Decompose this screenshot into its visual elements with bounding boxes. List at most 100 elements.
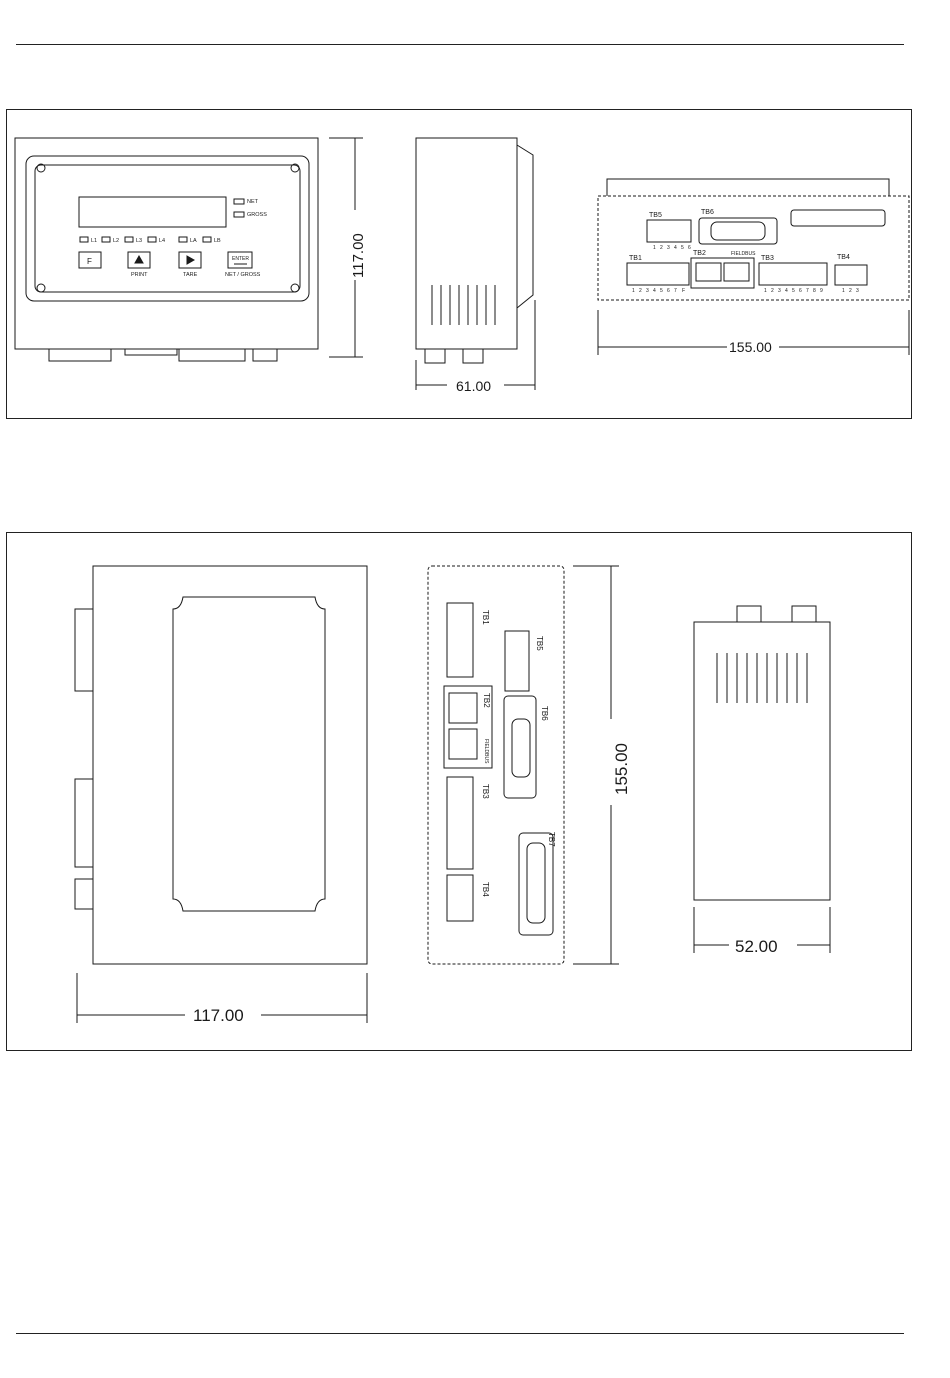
panel-front-side-rear-views: NET GROSS L1 L2 L3 L4 LA LB PRINT TARE N… — [6, 109, 912, 419]
front-housing — [15, 138, 318, 349]
screw-icon — [291, 284, 299, 292]
terminal-block — [75, 609, 93, 691]
tb3-connector — [759, 263, 827, 285]
terminal-block — [49, 349, 111, 361]
tb1-pin: 5 — [660, 288, 663, 294]
expansion-slot — [791, 210, 885, 226]
led-la-label: LA — [190, 238, 197, 244]
panel2-drawing: 117.00 TB1 TB5 TB2 FIELDBUS TB6 TB3 TB7 … — [7, 533, 913, 1052]
top-panel — [428, 566, 564, 964]
back-width-dimension: 117.00 — [193, 1006, 244, 1025]
screw-icon — [37, 284, 45, 292]
right-arrow-icon — [187, 256, 194, 264]
top-length-dimension: 155.00 — [612, 743, 631, 795]
side-housing — [416, 138, 517, 349]
net-indicator — [234, 199, 244, 204]
panel-back-top-side-views: 117.00 TB1 TB5 TB2 FIELDBUS TB6 TB3 TB7 … — [6, 532, 912, 1051]
side-depth-dimension: 61.00 — [456, 378, 491, 394]
tb3-label: TB3 — [761, 255, 774, 262]
tb1-pin: 7 — [674, 288, 677, 294]
tare-label: TARE — [183, 272, 198, 278]
back-view — [75, 566, 367, 1023]
tb4-label: TB4 — [481, 882, 490, 897]
tb5-pin: 2 — [660, 245, 663, 251]
tb3-pin: 6 — [799, 288, 802, 294]
gross-indicator — [234, 212, 244, 217]
tb7-label: TB7 — [547, 832, 556, 847]
weight-display — [79, 197, 226, 227]
tb5-connector — [647, 220, 691, 242]
tb1-connector — [447, 603, 473, 677]
front-height-dimension: 117.00 — [350, 233, 367, 278]
tb1-pin: 4 — [653, 288, 656, 294]
led-l1-label: L1 — [91, 238, 97, 244]
f-button-label: F — [87, 257, 92, 266]
enter-label: ENTER — [232, 256, 249, 262]
led-l3-label: L3 — [136, 238, 142, 244]
net-gross-label: NET / GROSS — [225, 272, 261, 278]
connector-clip — [792, 606, 816, 622]
side-view-2 — [694, 606, 830, 953]
fieldbus-label: FIELDBUS — [483, 739, 489, 764]
side-view — [416, 138, 535, 390]
header-rule — [16, 44, 904, 45]
front-bezel — [26, 156, 309, 301]
connector-clip — [463, 349, 483, 363]
terminal-block — [179, 349, 245, 361]
tb6-dsub-connector — [504, 696, 536, 798]
tb5-label: TB5 — [535, 636, 544, 651]
tb3-pin: 4 — [785, 288, 788, 294]
back-plate — [93, 566, 367, 964]
tb5-pin: 6 — [688, 245, 691, 251]
tb2-label: TB2 — [693, 250, 706, 257]
tb2-label: TB2 — [482, 693, 491, 708]
tb1-pin: 6 — [667, 288, 670, 294]
tb3-label: TB3 — [481, 784, 490, 799]
tb5-pin: 1 — [653, 245, 656, 251]
top-view — [428, 566, 619, 964]
tb3-pin: 1 — [764, 288, 767, 294]
footer-rule — [16, 1333, 904, 1334]
tb1-connector — [627, 263, 689, 285]
tb1-label: TB1 — [481, 610, 490, 625]
terminal-block — [75, 779, 93, 867]
tb6-label: TB6 — [540, 706, 549, 721]
side-housing — [694, 622, 830, 900]
terminal-block — [253, 349, 277, 361]
tb5-pin: 5 — [681, 245, 684, 251]
tb4-label: TB4 — [837, 254, 850, 261]
side-depth-dimension-2: 52.00 — [735, 937, 778, 956]
tb4-connector — [447, 875, 473, 921]
tb4-pin: 3 — [856, 288, 859, 294]
tb5-connector — [505, 631, 529, 691]
tb1-pin: 3 — [646, 288, 649, 294]
tb1-label: TB1 — [629, 255, 642, 262]
led-l2-label: L2 — [113, 238, 119, 244]
net-label: NET — [247, 199, 259, 205]
tb5-pin: 3 — [667, 245, 670, 251]
tb7-dsub-connector — [519, 833, 553, 935]
up-arrow-icon — [135, 256, 143, 263]
back-recess — [173, 597, 325, 911]
tb5-label: TB5 — [649, 212, 662, 219]
tb3-pin: 3 — [778, 288, 781, 294]
connector-clip — [737, 606, 761, 622]
tb3-pin: 5 — [792, 288, 795, 294]
tb6-label: TB6 — [701, 209, 714, 216]
tb4-pin: 1 — [842, 288, 845, 294]
panel1-drawing: NET GROSS L1 L2 L3 L4 LA LB PRINT TARE N… — [7, 110, 913, 420]
connector-clip — [425, 349, 445, 363]
led-l4-label: L4 — [159, 238, 165, 244]
tb3-pin: 8 — [813, 288, 816, 294]
tb3-pin: 2 — [771, 288, 774, 294]
terminal-block — [75, 879, 93, 909]
gross-label: GROSS — [247, 212, 267, 218]
tb5-pin: 4 — [674, 245, 677, 251]
tb3-connector — [447, 777, 473, 869]
rear-view — [598, 179, 909, 355]
tb1-pin: F — [682, 288, 685, 294]
tb3-pin: 7 — [806, 288, 809, 294]
tb1-pin: 2 — [639, 288, 642, 294]
tb3-pin: 9 — [820, 288, 823, 294]
tb4-connector — [835, 265, 867, 285]
